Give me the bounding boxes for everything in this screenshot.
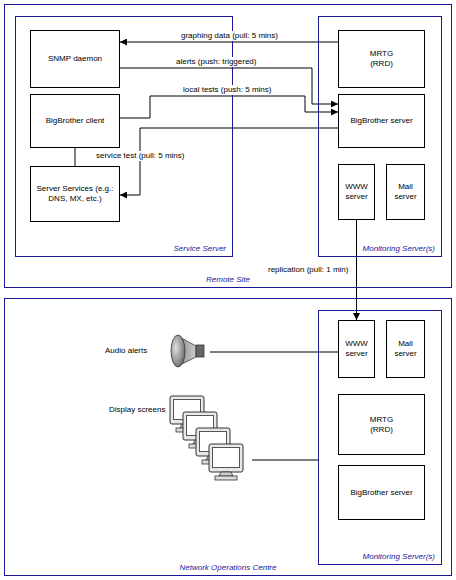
box-label: BigBrother server: [350, 488, 412, 498]
edge-label: service test (pull: 5 mins): [94, 151, 186, 161]
edge-label: replication (pull: 1 min): [266, 265, 350, 275]
group-caption: Monitoring Server(s): [363, 552, 435, 562]
monitor-icon: [209, 444, 243, 480]
group-caption: Monitoring Server(s): [363, 244, 435, 254]
box-label: BigBrother server: [350, 116, 412, 126]
edge-label: local tests (push: 5 mins): [181, 85, 273, 95]
connector: [252, 460, 318, 461]
box-label: MRTG (RRD): [362, 415, 402, 434]
group-caption: Service Server: [174, 244, 226, 254]
box-label: SNMP daemon: [48, 54, 102, 64]
edge-label: alerts (push: triggered): [174, 57, 258, 67]
speaker-icon: [171, 335, 204, 367]
site-region: Network Operations CentreMonitoring Serv…: [4, 298, 452, 576]
process-box: MRTG (RRD): [338, 30, 425, 88]
connector: [120, 128, 338, 195]
box-label: WWW server: [341, 182, 372, 201]
box-label: MRTG (RRD): [362, 49, 402, 68]
box-label: Server Services (e.g.: DNS, MX, etc.): [33, 184, 117, 203]
icon-label: Display screens: [109, 405, 165, 415]
process-box: BigBrother server: [338, 94, 425, 148]
process-box: WWW server: [338, 164, 375, 220]
monitor-icons: [170, 396, 243, 480]
box-label: WWW server: [341, 339, 372, 358]
process-box: Server Services (e.g.: DNS, MX, etc.): [30, 166, 120, 222]
box-label: Mail server: [389, 182, 422, 201]
speaker-node: Audio alerts: [100, 333, 210, 371]
process-box: BigBrother server: [338, 465, 425, 520]
screens-node: Display screens: [104, 392, 252, 494]
icon-label: Audio alerts: [105, 346, 147, 356]
edge-label: graphing data (pull: 5 mins): [179, 31, 280, 41]
server-group: Monitoring Server(s) WWW server Mail serve…: [318, 310, 442, 565]
group-caption: Network Operations Centre: [5, 563, 451, 573]
connector: [120, 96, 338, 118]
process-box: Mail server: [386, 164, 425, 220]
process-box: WWW server: [338, 320, 375, 378]
process-box: Mail server: [386, 320, 425, 378]
process-box: SNMP daemon: [30, 30, 120, 88]
process-box: MRTG (RRD): [338, 394, 425, 455]
box-label: BigBrother client: [46, 116, 105, 126]
connector: [75, 148, 76, 166]
connector: [120, 42, 338, 43]
server-group: Service Server SNMP daemonBigBrother clie…: [15, 16, 233, 257]
group-caption: Remote Site: [5, 275, 451, 285]
connector: [356, 220, 357, 320]
box-label: Mail server: [389, 339, 422, 358]
process-box: BigBrother client: [30, 94, 120, 148]
server-group: Monitoring Server(s) MRTG (RRD) BigBrother…: [318, 16, 442, 257]
site-region: Remote Site Service Server SNMP daemonBigB…: [4, 4, 452, 288]
